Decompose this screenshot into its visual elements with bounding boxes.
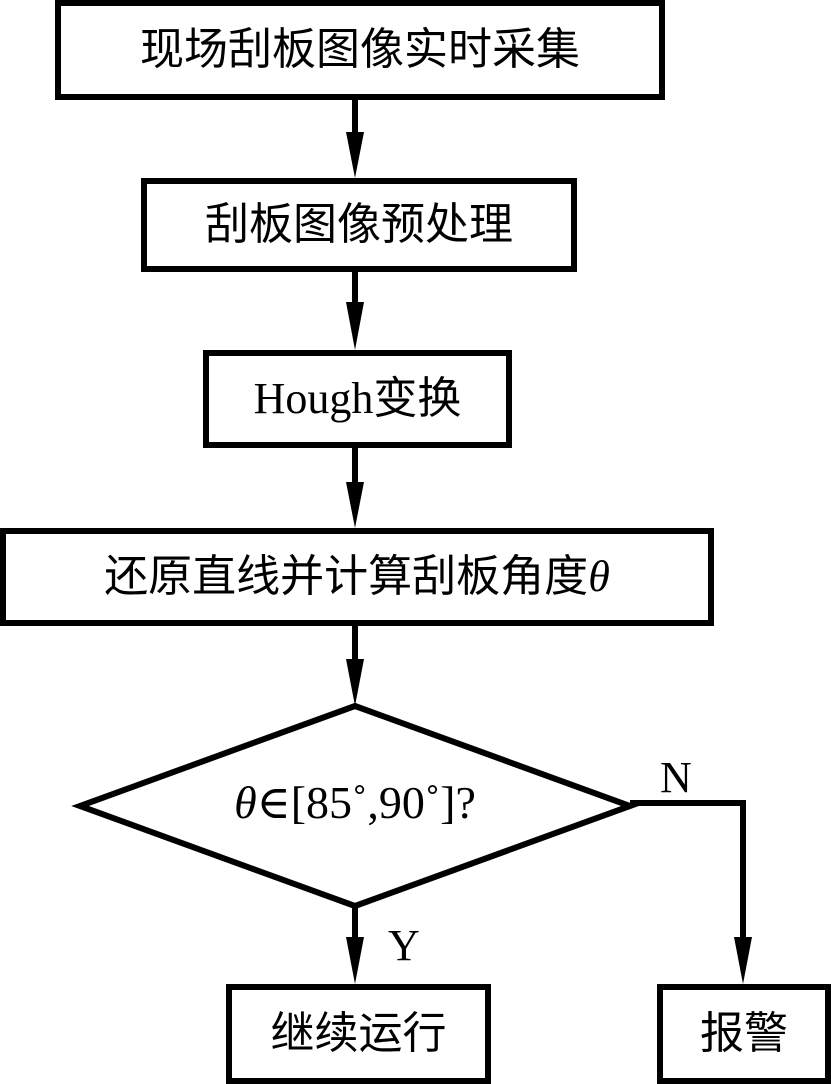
step-capture: 现场刮板图像实时采集 [55,0,665,100]
step-capture-label: 现场刮板图像实时采集 [140,24,580,75]
no-label: N [660,753,692,802]
arrow-yes-branch [346,906,364,984]
arrow-no-branch [630,800,752,984]
step-preprocess: 刮板图像预处理 [141,178,577,272]
arrow-compute-to-decision [346,626,364,706]
decision-condition-text: ∈[85˚,90˚]? [256,777,476,828]
outcome-alarm: 报警 [657,984,831,1084]
arrow-capture-to-preprocess [346,100,364,178]
arrow-preprocess-to-hough [346,272,364,350]
yes-label: Y [388,921,420,970]
step-compute-label: 还原直线并计算刮板角度 [104,551,589,602]
arrow-hough-to-compute [346,448,364,528]
step-hough: Hough变换 [203,350,512,448]
theta-symbol: θ [234,777,257,828]
outcome-continue-label: 继续运行 [270,1008,447,1059]
theta-symbol: θ [588,552,610,601]
outcome-continue: 继续运行 [226,984,491,1084]
step-preprocess-label: 刮板图像预处理 [205,199,513,250]
step-compute: 还原直线并计算刮板角度 θ [0,528,714,626]
decision-condition: θ∈[85˚,90˚]? [80,780,630,826]
outcome-alarm-label: 报警 [700,1008,788,1059]
step-hough-label: Hough变换 [253,374,462,423]
